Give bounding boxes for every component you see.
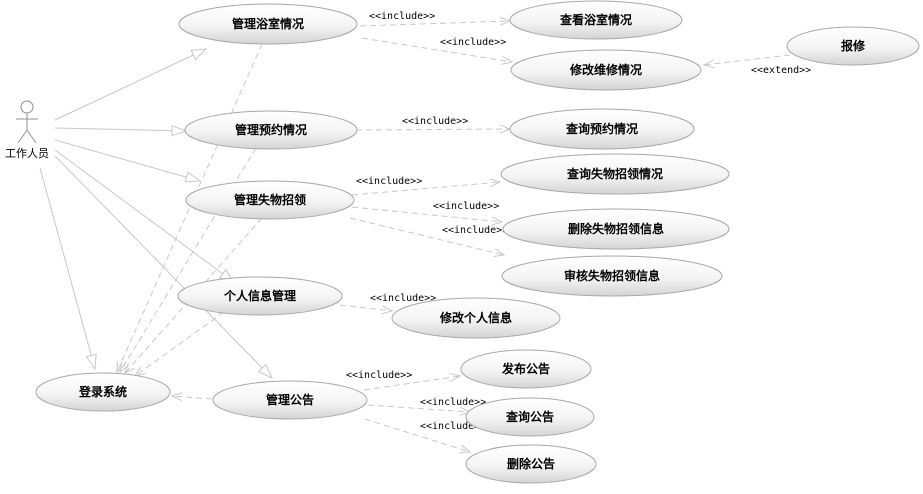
usecase-login[interactable]: 登录系统 [35,372,171,412]
dep-lost-query [351,182,500,196]
assoc-manage-lost-found [54,139,200,181]
dep-bath-modify [361,37,512,62]
dep-notice-delete [364,418,470,452]
usecase-manage-lost-found[interactable]: 管理失物招领 [185,180,355,220]
usecase-view-bath[interactable]: 查看浴室情况 [509,0,683,40]
assoc-login [39,167,95,369]
usecase-label: 查看浴室情况 [559,12,632,27]
usecase-personal-info[interactable]: 个人信息管理 [177,276,343,316]
usecase-manage-notice[interactable]: 管理公告 [212,380,368,420]
dep-notice-query [367,404,470,412]
usecase-label: 审核失物招领信息 [564,268,660,283]
usecase-report-repair[interactable]: 报修 [786,26,920,66]
assoc-manage-reservation [54,128,186,131]
label-include-notice-delete: <<include>> [420,421,486,432]
usecase-label: 查询失物招领情况 [566,166,663,181]
usecase-query-reservation[interactable]: 查询预约情况 [509,108,695,150]
stereotype-labels: <<include>> <<include>> <<extend>> <<inc… [346,11,811,432]
usecase-manage-reservation[interactable]: 管理预约情况 [184,110,358,150]
usecase-manage-bath[interactable]: 管理浴室情况 [178,3,358,45]
usecase-review-lost-found[interactable]: 审核失物招领信息 [501,255,723,297]
dep-notice-login [172,396,213,399]
usecase-label: 删除公告 [507,456,555,471]
usecase-label: 管理公告 [266,392,314,407]
label-include-personal: <<include>> [370,293,436,304]
usecase-label: 查询公告 [505,409,554,424]
label-include-lost-delete: <<include>> [433,201,499,212]
dep-notice-publish [363,376,460,391]
usecase-label: 删除失物招领信息 [568,221,664,236]
usecase-delete-notice[interactable]: 删除公告 [465,444,597,484]
usecase-label: 发布公告 [501,361,550,376]
usecase-label: 管理预约情况 [235,122,307,137]
dep-bath-view [359,21,510,27]
dep-personal-login [135,311,225,376]
usecase-label: 登录系统 [78,384,127,399]
dep-report-modify [704,54,791,65]
label-include-bath-view: <<include>> [369,11,435,22]
usecase-label: 查询预约情况 [565,121,638,136]
usecase-label: 报修 [841,38,866,53]
label-include-notice-publish: <<include>> [346,370,412,381]
label-include-reservation: <<include>> [402,116,468,127]
label-include-bath-modify: <<include>> [440,37,506,48]
stick-figure-icon [16,100,38,144]
usecase-query-notice[interactable]: 查询公告 [465,397,595,437]
dependency-lines [117,21,791,452]
usecase-label: 修改个人信息 [439,310,512,325]
usecase-delete-lost-found[interactable]: 删除失物招领信息 [502,208,730,250]
dep-lost-delete [351,206,502,222]
dep-lost-review [349,217,504,255]
label-include-lost-query: <<include>> [356,176,422,187]
usecase-modify-repair[interactable]: 修改维修情况 [510,49,702,91]
usecase-query-lost-found[interactable]: 查询失物招领情况 [500,153,730,195]
actor-label: 工作人员 [5,147,49,160]
usecase-label: 管理浴室情况 [232,16,304,31]
usecase-label: 管理失物招领 [234,192,306,207]
dep-reservation-query [355,129,510,130]
usecase-modify-personal-info[interactable]: 修改个人信息 [391,297,561,339]
use-cases: 管理浴室情况 查看浴室情况 修改维修情况 报修 管理预约情况 查询预约情况 管理… [35,0,920,484]
usecase-label: 修改维修情况 [569,62,642,77]
dep-personal-modify [339,304,392,311]
label-include-notice-query: <<include>> [420,397,486,408]
usecase-label: 个人信息管理 [223,288,296,303]
assoc-manage-bath [54,49,206,121]
usecase-publish-notice[interactable]: 发布公告 [460,349,592,389]
actor-staff: 工作人员 [5,100,49,160]
label-include-lost-review: <<include>> [442,225,508,236]
assoc-personal-info [54,149,234,282]
label-extend-report: <<extend>> [751,65,811,76]
